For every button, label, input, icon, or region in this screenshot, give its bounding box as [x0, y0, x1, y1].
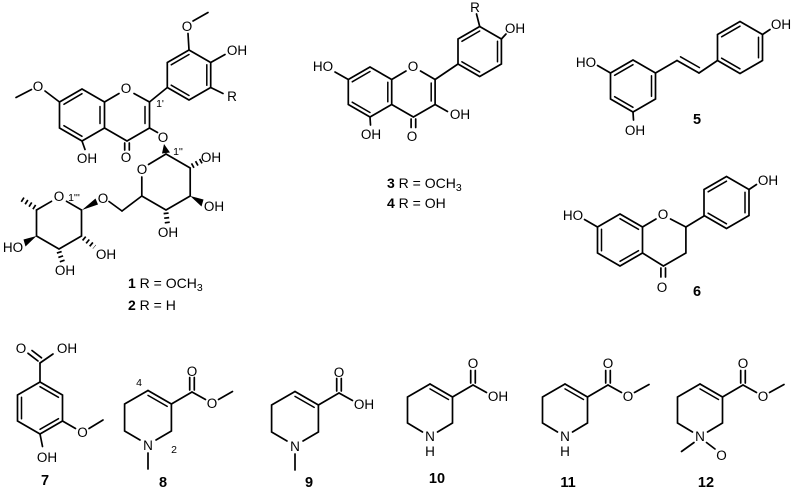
atom-label-ho7: HO — [313, 59, 333, 74]
atom-label-ring-n: N — [695, 429, 705, 444]
atom-label-pyran-o: O — [121, 81, 132, 96]
atom-label-oh5: OH — [361, 127, 381, 142]
atom-label-ho: HO — [576, 55, 596, 70]
atom-label-pyran-o: O — [658, 207, 669, 222]
compound-7-structure: O OH O OH 7 — [16, 341, 104, 489]
compound-9-structure: O OH N 9 — [270, 365, 374, 491]
compound-number-9: 9 — [305, 475, 313, 491]
compound-3-4-structure: HO OH O O OH R OH 3 R = OCH3 4 R = OH — [313, 0, 525, 211]
locant-4: 4 — [136, 377, 142, 389]
atom-label-ring-n: N — [290, 439, 300, 454]
atom-label-ring-n: N — [560, 429, 570, 444]
atom-label-oh-bottom: OH — [625, 123, 645, 138]
atom-label-methoxy-o: O — [77, 425, 88, 440]
atom-label-oh-5: OH — [77, 151, 97, 166]
atom-label-link-o: O — [98, 191, 109, 206]
compound-8-structure: 4 O O N 2 8 — [123, 364, 234, 491]
atom-label-ester-o: O — [207, 396, 218, 411]
compound-5-structure: HO OH OH 5 — [576, 17, 791, 138]
atom-label-rha-oh2: OH — [96, 247, 116, 262]
atom-label-glycosidic-o: O — [158, 130, 169, 145]
atom-label-ester-carbonyl-o: O — [187, 364, 198, 379]
atom-label-acid-oh: OH — [57, 341, 77, 356]
locant-1-prime: 1' — [156, 98, 164, 110]
atom-label-b-methoxy-o: O — [182, 19, 193, 34]
atom-label-rha-ring-o: O — [54, 189, 65, 204]
compound-number-12: 12 — [698, 475, 714, 491]
atom-label-glc-oh3: OH — [204, 199, 224, 214]
atom-label-rha-oh3: OH — [55, 263, 75, 278]
atom-label-glc-oh2: OH — [201, 150, 221, 165]
atom-label-acid-o: O — [334, 365, 345, 380]
locant-1-doubleprime: 1'' — [173, 146, 183, 158]
atom-label-ester-carbonyl-o: O — [603, 356, 614, 371]
atom-label-acid-oh: OH — [354, 397, 374, 412]
atom-label-acid-oh: OH — [488, 389, 508, 404]
atom-label-r-group: R — [470, 0, 480, 15]
atom-label-oh3: OH — [450, 107, 470, 122]
atom-label-ring-n: N — [143, 438, 153, 453]
atom-label-ester-carbonyl-o: O — [738, 356, 749, 371]
compound-11-structure: O O N H 11 — [541, 356, 650, 491]
atom-label-ring-n: N — [425, 429, 435, 444]
compound-number-7: 7 — [41, 473, 49, 489]
atom-label-nh: H — [425, 444, 435, 459]
atom-label-b-oh: OH — [227, 43, 247, 58]
atom-label-acid-o: O — [468, 356, 479, 371]
atom-label-n-oxide-o: O — [716, 448, 727, 463]
atom-label-ketone-o: O — [121, 150, 132, 165]
atom-label-oh-right: OH — [771, 17, 791, 32]
atom-label-phenol-oh: OH — [37, 450, 57, 465]
atom-label-ho7: HO — [563, 208, 583, 223]
atom-label-rha-ho4: HO — [3, 240, 23, 255]
locant-2: 2 — [171, 444, 177, 456]
compound-number-11: 11 — [560, 475, 575, 491]
caption-compound-4: 4 R = OH — [387, 195, 446, 211]
atom-label-acid-o: O — [16, 341, 27, 356]
atom-label-oh4p: OH — [758, 173, 778, 188]
compound-12-structure: O O N O 12 — [676, 356, 785, 491]
atom-label-ester-o: O — [758, 389, 769, 404]
atom-label-ketone-o: O — [407, 129, 418, 144]
atom-label-nh: H — [560, 444, 570, 459]
atom-label-glc-oh4: OH — [158, 225, 178, 240]
compound-number-6: 6 — [693, 284, 701, 300]
atom-label-r-group: R — [227, 89, 237, 104]
atom-label-a-methoxy-o: O — [33, 79, 44, 94]
atom-label-ester-o: O — [623, 389, 634, 404]
compound-1-2-structure: O OH R 1' O O OH O O 1'' O OH OH OH O 1'… — [3, 11, 247, 313]
compound-number-5: 5 — [693, 112, 701, 128]
atom-label-ketone-o: O — [657, 280, 668, 295]
caption-compound-3: 3 R = OCH3 — [387, 175, 462, 194]
compound-number-8: 8 — [159, 475, 167, 491]
atom-label-oh4p: OH — [505, 21, 525, 36]
caption-compound-1: 1 R = OCH3 — [128, 275, 203, 294]
compound-number-10: 10 — [429, 471, 445, 487]
atom-label-glc-ring-o: O — [137, 162, 148, 177]
atom-label-pyran-o: O — [408, 59, 419, 74]
locant-1-tripleprime: 1''' — [68, 192, 80, 204]
compound-6-structure: HO O O OH 6 — [563, 173, 778, 300]
compound-10-structure: O OH N H 10 — [406, 356, 508, 487]
caption-compound-2: 2 R = H — [128, 297, 176, 313]
